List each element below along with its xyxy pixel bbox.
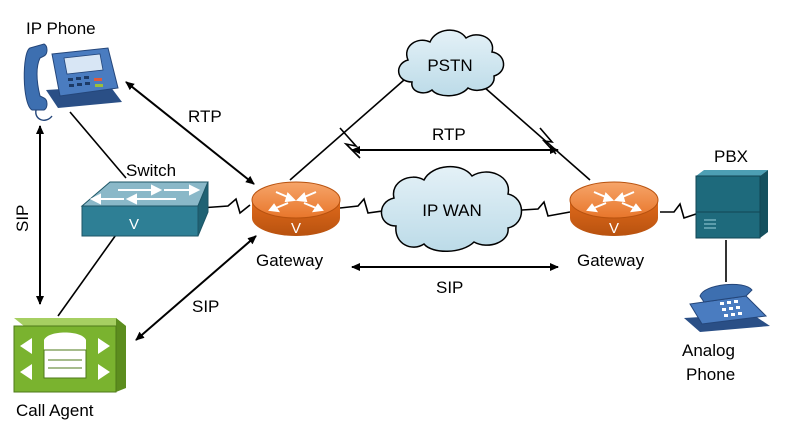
gateway-left-icon: V [251, 181, 341, 237]
rtp-gateways-label: RTP [432, 125, 466, 144]
switch-icon: V [80, 181, 209, 237]
link-gateway-pstn [289, 79, 405, 181]
switch-label: Switch [126, 161, 176, 180]
pstn-label: PSTN [427, 56, 472, 75]
sip-phone-agent-label: SIP [13, 205, 32, 232]
link-phone-switch [69, 111, 127, 179]
pbx-label: PBX [714, 147, 748, 166]
gateway-right-icon: V [569, 181, 659, 237]
link-pstn-gateway-right [475, 79, 591, 181]
gateway-left-v-mark: V [291, 220, 301, 237]
gateway-left-label: Gateway [256, 251, 324, 270]
analog-phone-label-line1: Analog [682, 341, 735, 360]
switch-v-mark: V [129, 216, 139, 233]
link-ipwan-gateway-serial [521, 200, 571, 217]
ipwan-cloud [380, 165, 523, 252]
sip-gateways-label: SIP [436, 278, 463, 297]
pstn-cloud [398, 29, 505, 97]
protocol-arrows [36, 81, 559, 341]
call-agent-label: Call Agent [16, 401, 94, 420]
call-agent-icon [13, 318, 126, 393]
ip-phone-icon [23, 43, 122, 121]
link-gateway-pbx-serial [660, 202, 697, 220]
analog-phone-icon [684, 283, 770, 332]
analog-phone-label-line2: Phone [686, 365, 735, 384]
links [57, 79, 727, 317]
serial-mark-pstn-left [339, 127, 361, 159]
rtp-phone-gateway-label: RTP [188, 107, 222, 126]
arrow-sip-agent-gateway [135, 235, 257, 341]
gateway-right-label: Gateway [577, 251, 645, 270]
ipwan-label: IP WAN [422, 201, 482, 220]
arrow-rtp-phone-gateway [125, 81, 255, 185]
ip-phone-label: IP Phone [26, 19, 96, 38]
gateway-right-v-mark: V [609, 220, 619, 237]
link-gateway-ipwan-serial [339, 197, 391, 214]
sip-agent-gateway-label: SIP [192, 297, 219, 316]
link-switch-callagent [57, 231, 119, 317]
pbx-icon [695, 170, 768, 239]
link-switch-gateway-serial [199, 197, 251, 215]
